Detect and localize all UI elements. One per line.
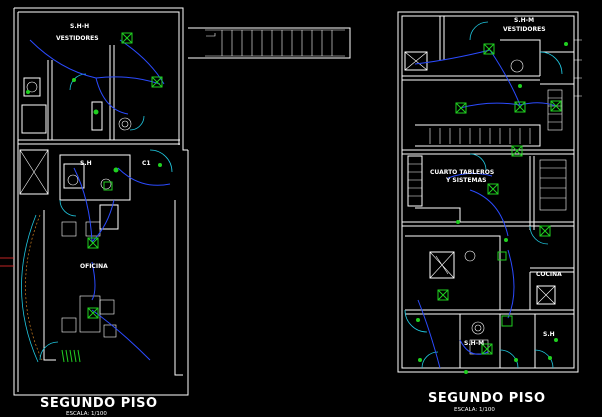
label-vestidores: VESTIDORES xyxy=(56,35,99,42)
right-plan-scale: ESCALA: 1/100 xyxy=(454,407,495,413)
left-plan: S.H-H VESTIDORES S.H C1 OFICINA SEGUNDO … xyxy=(0,7,351,417)
label-shh: S.H-H xyxy=(70,23,89,30)
label-sh: S.H xyxy=(80,160,92,167)
label-shm-bottom: S.H-M xyxy=(464,340,484,347)
label-sh-right: S.H xyxy=(543,331,555,338)
stair-treads xyxy=(206,30,333,56)
fixtures-right xyxy=(416,42,568,374)
label-cuarto-tableros: CUARTO TABLEROS xyxy=(430,169,494,176)
right-plan: S.H-M VESTIDORES CUARTO TABLEROS Y SISTE… xyxy=(397,11,582,413)
left-plan-scale: ESCALA: 1/100 xyxy=(66,411,107,417)
left-plan-title: SEGUNDO PISO xyxy=(40,396,158,411)
label-vestidores-right: VESTIDORES xyxy=(503,26,546,33)
label-c1: C1 xyxy=(142,160,151,167)
label-oficina: OFICINA xyxy=(80,263,108,270)
fixtures xyxy=(26,32,163,319)
label-shm: S.H-M xyxy=(514,17,534,24)
label-cocina: COCINA xyxy=(536,271,562,278)
right-plan-title: SEGUNDO PISO xyxy=(428,391,546,406)
label-y-sistemas: Y SISTEMAS xyxy=(445,177,486,184)
